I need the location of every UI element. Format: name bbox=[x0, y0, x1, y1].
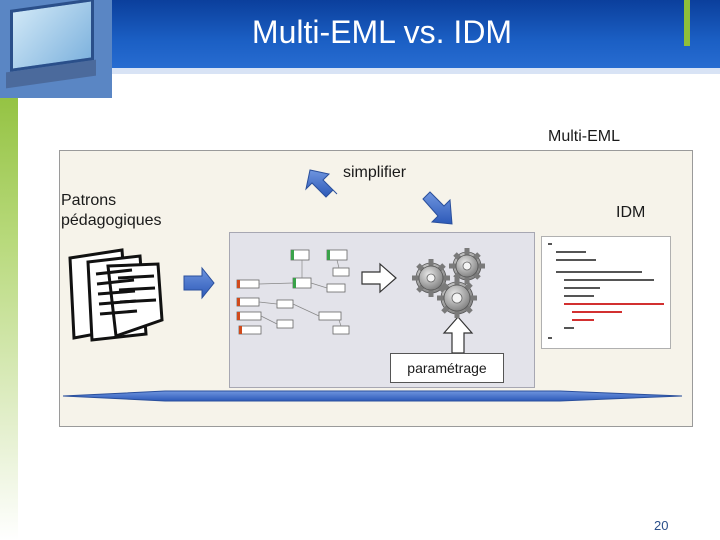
computer-logo-icon bbox=[0, 0, 112, 98]
timeline-double-arrow bbox=[62, 390, 683, 402]
accent-bar bbox=[684, 0, 690, 46]
document-stack-icon bbox=[68, 248, 164, 342]
arrow-diagram-to-gears-icon bbox=[361, 262, 397, 294]
parametrage-box: paramétrage bbox=[390, 353, 504, 383]
arrow-param-up-icon bbox=[442, 316, 474, 354]
code-listing-icon bbox=[541, 236, 671, 349]
simplifier-arrow-left bbox=[305, 169, 338, 198]
page-number: 20 bbox=[654, 518, 669, 533]
simplifier-label: simplifier bbox=[343, 164, 407, 181]
arrow-docs-to-diagram bbox=[183, 266, 215, 300]
patrons-label: Patrons pédagogiques bbox=[61, 192, 162, 229]
idm-label: IDM bbox=[616, 204, 646, 221]
left-band bbox=[0, 74, 18, 540]
gears-icon bbox=[412, 248, 485, 318]
slide-header bbox=[0, 0, 720, 74]
slide-title: Multi-EML vs. IDM bbox=[251, 14, 513, 50]
multi-eml-label: Multi-EML bbox=[548, 128, 621, 145]
simplifier-arrow-right bbox=[422, 191, 453, 225]
header-stripe bbox=[112, 68, 720, 74]
diagram-thumbnail-icon bbox=[236, 249, 350, 335]
